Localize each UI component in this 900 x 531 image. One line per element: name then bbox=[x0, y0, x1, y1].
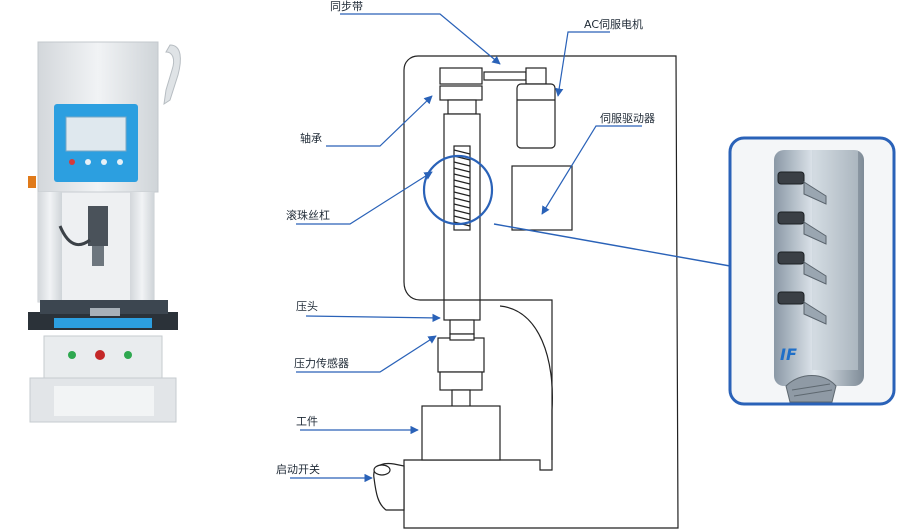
start-button-icon bbox=[68, 351, 76, 359]
label-start-switch: 启动开关 bbox=[276, 462, 320, 476]
schematic bbox=[373, 55, 731, 529]
machine-photo bbox=[28, 41, 181, 423]
label-sync-belt: 同步带 bbox=[330, 0, 363, 13]
detail-stamp: IF bbox=[780, 345, 797, 364]
panel-button-icon bbox=[101, 159, 107, 165]
pressure-sensor bbox=[437, 337, 485, 373]
workpiece-block bbox=[421, 405, 501, 461]
touch-screen bbox=[65, 116, 127, 152]
label-pressure-sensor: 压力传感器 bbox=[294, 357, 349, 370]
servo-motor bbox=[516, 83, 556, 149]
label-ac-servo-motor: AC伺服电机 bbox=[584, 17, 643, 31]
label-workpiece: 工件 bbox=[296, 415, 318, 428]
label-servo-driver: 伺服驱动器 bbox=[600, 112, 655, 125]
press-head bbox=[449, 319, 475, 335]
panel-button-icon bbox=[69, 159, 75, 165]
labels: 同步带 AC伺服电机 伺服驱动器 轴承 滚珠丝杠 压头 压力传感器 工件 启动开… bbox=[276, 0, 655, 476]
panel-button-icon bbox=[117, 159, 123, 165]
start-button-icon bbox=[124, 351, 132, 359]
bearing-block bbox=[439, 85, 483, 101]
frame-outline bbox=[403, 55, 679, 529]
pulley-block bbox=[439, 67, 483, 85]
callout-lines bbox=[290, 13, 642, 483]
servo-driver-box bbox=[511, 165, 573, 231]
sync-belt bbox=[483, 71, 527, 81]
panel-button-icon bbox=[85, 159, 91, 165]
magnify-circle bbox=[422, 154, 494, 226]
cable-handle bbox=[163, 44, 181, 106]
ram bbox=[88, 206, 108, 246]
label-press-head: 压头 bbox=[296, 300, 318, 313]
side-indicator bbox=[28, 176, 36, 188]
label-bearing: 轴承 bbox=[300, 131, 322, 145]
ball-screw-detail: IF bbox=[728, 136, 896, 406]
label-ball-screw: 滚珠丝杠 bbox=[286, 208, 330, 222]
stop-button-icon bbox=[95, 350, 105, 360]
